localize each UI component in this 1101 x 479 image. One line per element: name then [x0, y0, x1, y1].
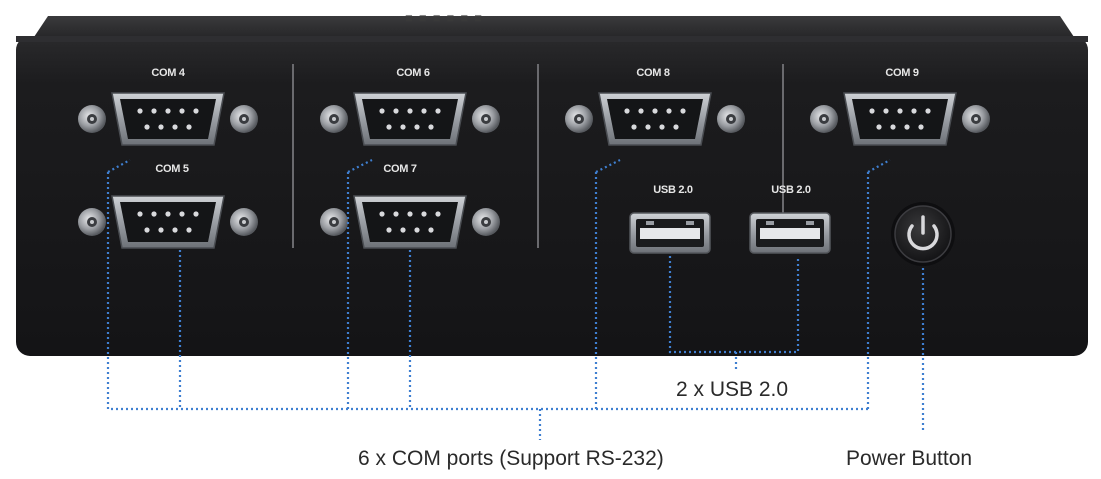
chassis-top: [32, 16, 1076, 40]
chassis-brand-text: ■■■■■■: [405, 10, 489, 25]
power-button-callout-text: Power Button: [846, 447, 973, 470]
usb-label-2: USB 2.0: [771, 184, 811, 196]
usb-label-1: USB 2.0: [653, 184, 693, 196]
com-ports-callout-text: 6 x COM ports (Support RS-232): [358, 447, 664, 470]
com7-label: COM 7: [383, 163, 417, 175]
com6-label: COM 6: [396, 67, 430, 79]
callout-leader-lines: [106, 159, 925, 440]
usb-port-1: [629, 212, 711, 254]
com8-label: COM 8: [636, 67, 670, 79]
com4-label: COM 4: [151, 67, 185, 79]
com9-label: COM 9: [885, 67, 919, 79]
power-icon: [907, 215, 939, 251]
power-button: [891, 202, 955, 266]
com5-label: COM 5: [155, 163, 189, 175]
usb-callout-text: 2 x USB 2.0: [676, 378, 789, 401]
usb-port-2: [749, 212, 831, 254]
